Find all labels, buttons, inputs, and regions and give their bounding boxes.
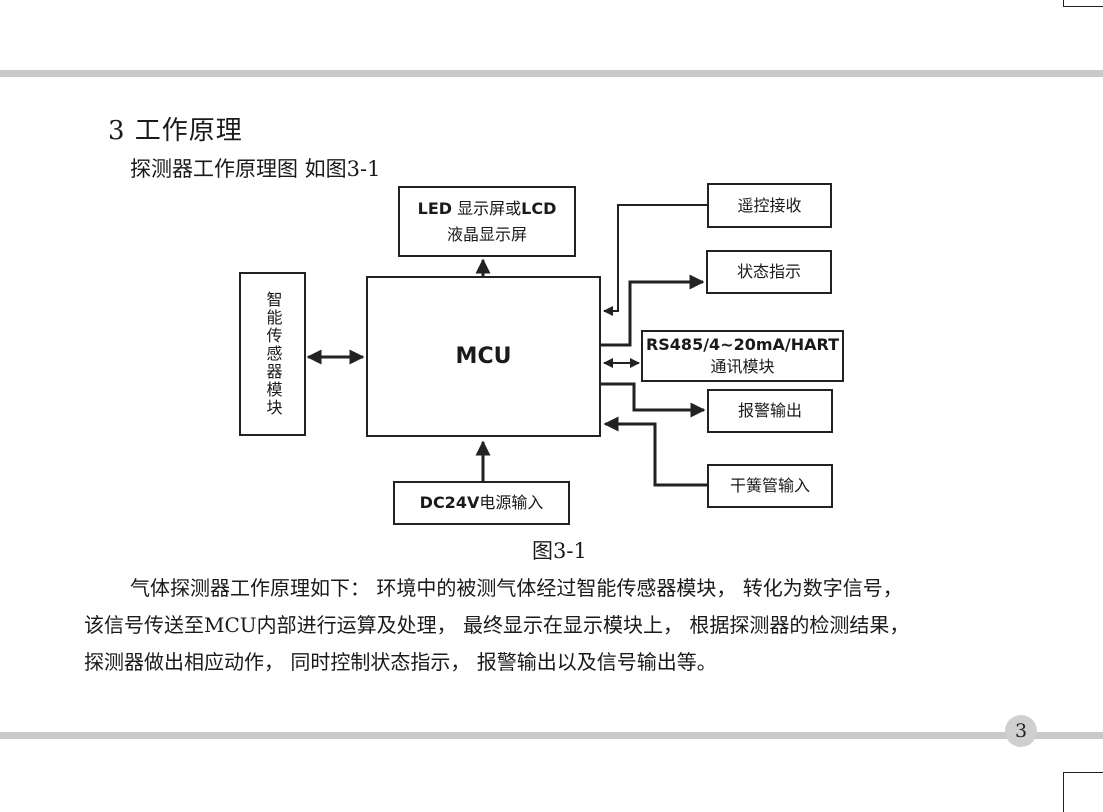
reed-input-label: 干簧管输入 (729, 476, 810, 495)
crop-mark-top (1063, 0, 1103, 7)
section-title: 3 工作原理 (108, 116, 243, 146)
top-rule (0, 70, 1103, 77)
figure-caption: 图3-1 (532, 539, 587, 563)
comm-module-box: RS485/4~20mA/HART 通讯模块 (641, 330, 844, 382)
paragraph-line-3: 探测器做出相应动作， 同时控制状态指示， 报警输出以及信号输出等。 (84, 650, 717, 674)
power-text: 电源输入 (479, 493, 544, 512)
comm-module-line2: 通讯模块 (710, 357, 775, 376)
body-paragraph: 气体探测器工作原理如下： 环境中的被测气体经过智能传感器模块， 转化为数字信号，… (84, 570, 1004, 681)
comm-module-line1: RS485/4~20mA/HART (646, 334, 839, 356)
connector-reed-mcu (603, 416, 708, 487)
connector-mcu-status (601, 274, 705, 347)
status-indicator-box: 状态指示 (706, 250, 832, 294)
comm-protocols: RS485/4~20mA/HART (645, 335, 840, 354)
dc24v-label: DC24V (419, 493, 480, 512)
led-label: LED (417, 198, 453, 218)
remote-receive-box: 遥控接收 (707, 183, 832, 228)
display-or-label: 显示屏或 (452, 198, 522, 218)
mcu-label: MCU (455, 343, 512, 369)
paragraph-line-1: 气体探测器工作原理如下： 环境中的被测气体经过智能传感器模块， 转化为数字信号， (130, 576, 903, 600)
display-module-box: LED 显示屏或LCD 液晶显示屏 (398, 186, 576, 257)
alarm-output-label: 报警输出 (737, 401, 802, 420)
bottom-rule (0, 732, 1103, 739)
crop-mark-bottom (1063, 772, 1103, 812)
status-indicator-label: 状态指示 (736, 262, 801, 281)
connector-mcu-alarm (601, 382, 706, 418)
connector-remote-mcu (603, 204, 708, 316)
remote-receive-label: 遥控接收 (737, 195, 802, 215)
power-input-box: DC24V电源输入 (393, 481, 570, 525)
paragraph-line-2: 该信号传送至MCU内部进行运算及处理， 最终显示在显示模块上， 根据探测器的检测… (84, 613, 910, 637)
alarm-output-box: 报警输出 (707, 389, 833, 433)
sensor-module-label: 智能传感器模块 (263, 291, 283, 417)
display-module-line1: LED 显示屏或LCD (418, 196, 557, 222)
sensor-module-box: 智能传感器模块 (239, 272, 306, 436)
section-subtitle: 探测器工作原理图 如图3-1 (130, 157, 381, 181)
mcu-box: MCU (366, 276, 601, 437)
lcd-label: LCD (521, 198, 557, 218)
display-module-line2: 液晶显示屏 (446, 224, 527, 244)
power-input-label: DC24V电源输入 (420, 490, 544, 516)
page-number: 3 (1005, 715, 1037, 747)
reed-input-box: 干簧管输入 (707, 464, 833, 508)
